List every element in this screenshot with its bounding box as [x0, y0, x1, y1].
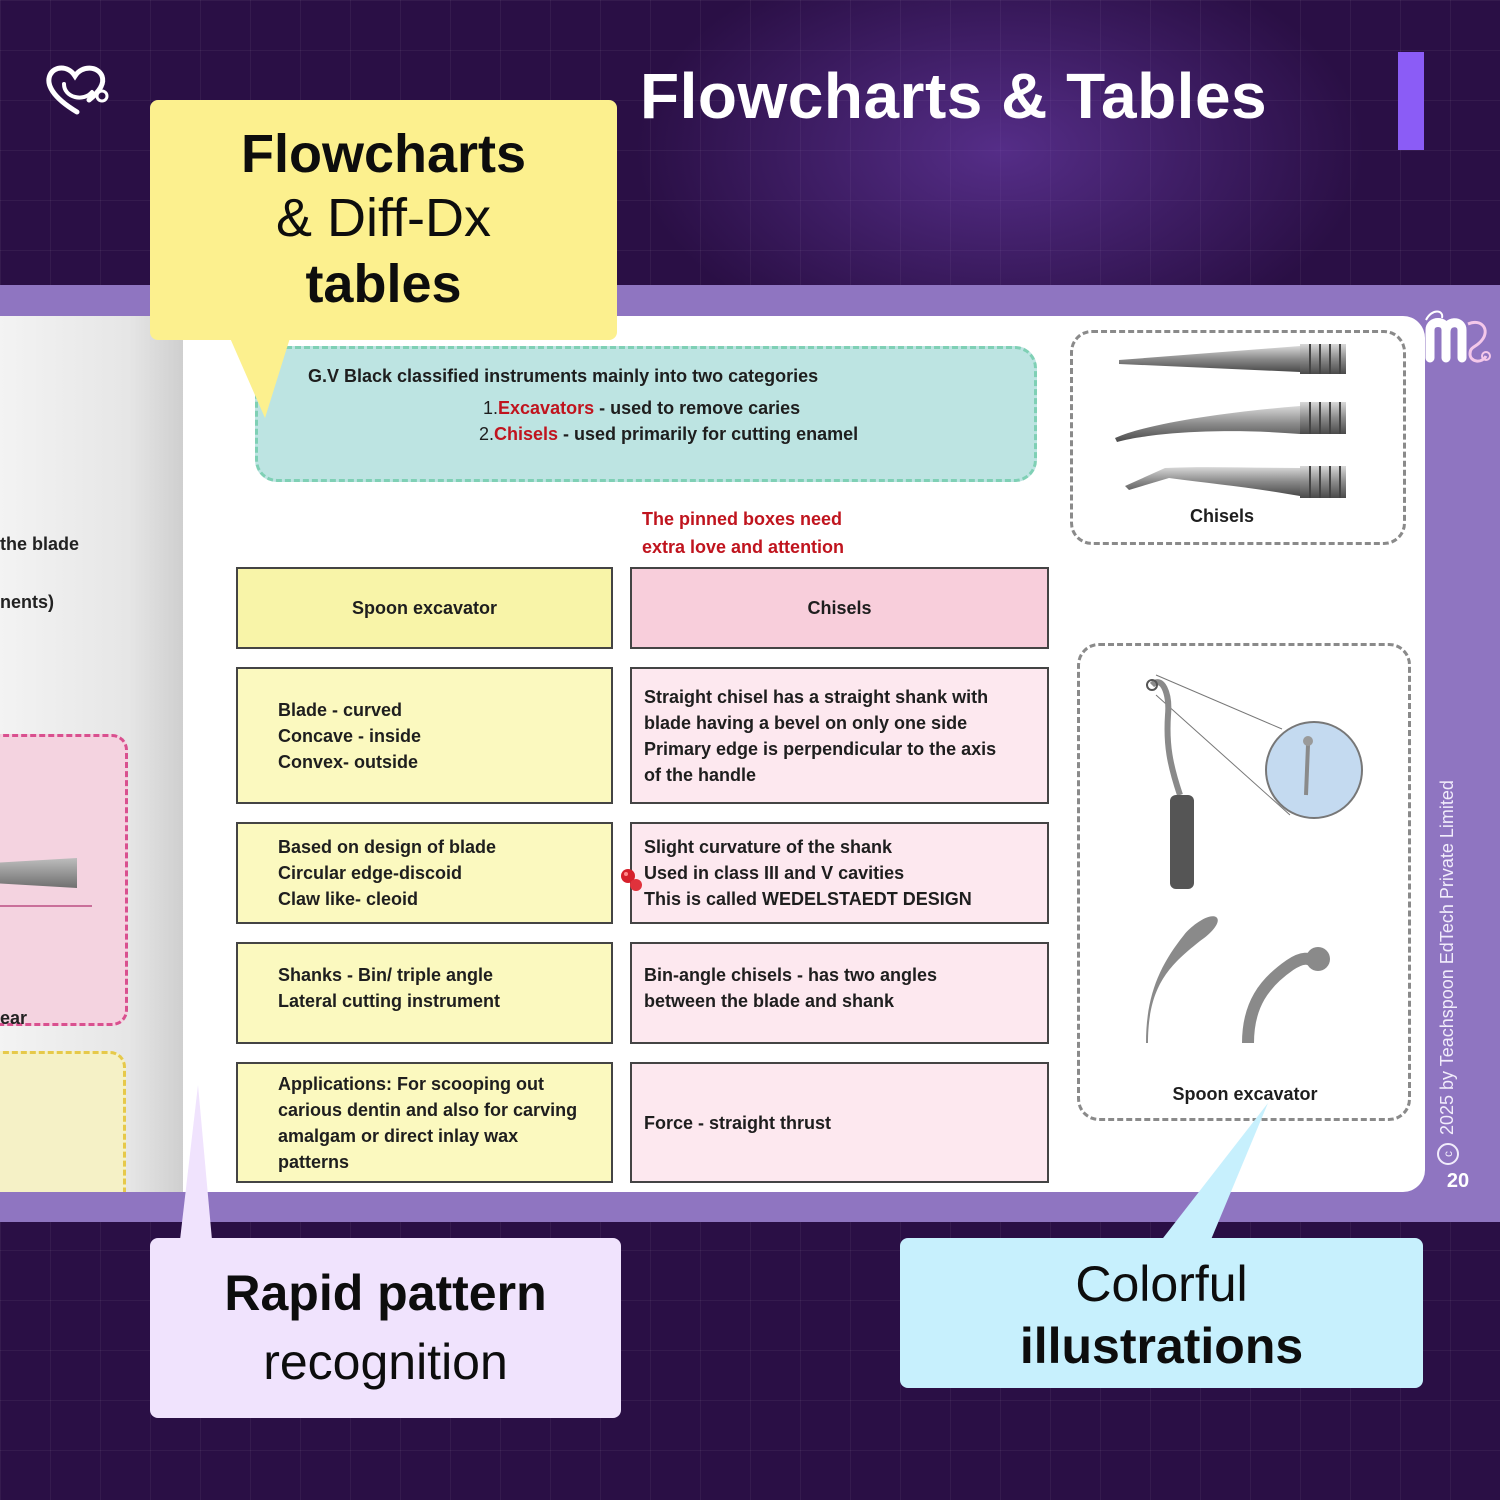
cell-line: amalgam or direct inlay wax: [278, 1125, 519, 1146]
page-title: Flowcharts & Tables: [640, 60, 1268, 132]
cell-line: Shanks - Bin/ triple angle: [278, 965, 494, 985]
left-page-text: nents): [0, 592, 54, 612]
cell-line: Based on design of blade: [278, 837, 497, 857]
table-header-spoon-excavator: Spoon excavator: [236, 567, 613, 649]
cell-line: Concave - inside: [278, 725, 422, 746]
pinned-note: The pinned boxes need extra love and att…: [642, 505, 942, 561]
table-cell-left: Based on design of blade Circular edge-d…: [236, 822, 613, 924]
cell-line: blade having a bevel on only one side: [644, 712, 968, 733]
left-instrument-image: [0, 858, 77, 888]
table-cell-right: Straight chisel has a straight shank wit…: [630, 667, 1049, 804]
classification-box: [255, 346, 1037, 482]
cell-line: Force - straight thrust: [644, 1112, 832, 1133]
table-cell-right: Slight curvature of the shank Used in cl…: [630, 822, 1049, 924]
item-desc: - used primarily for cutting enamel: [558, 424, 859, 444]
cell-line: Blade - curved: [278, 699, 403, 720]
left-page-text: ear: [0, 1008, 28, 1028]
cell-line: patterns: [278, 1151, 350, 1172]
callout-line: Flowcharts: [240, 124, 527, 184]
cell-line: Primary edge is perpendicular to the axi…: [644, 738, 997, 759]
callout-line: illustrations: [1019, 1318, 1304, 1374]
cell-line: This is called WEDELSTAEDT DESIGN: [644, 889, 972, 909]
callout-line: tables: [305, 254, 462, 314]
callout-line: Rapid pattern: [224, 1265, 547, 1321]
copyright-notice: c 2025 by Teachspoon EdTech Private Limit…: [1430, 685, 1464, 1165]
item-term: Chisels: [494, 424, 559, 444]
left-divider: [0, 905, 92, 907]
table-cell-left: Applications: For scooping out carious d…: [236, 1062, 613, 1183]
cell-line: between the blade and shank: [644, 991, 895, 1011]
table-cell-left: Blade - curved Concave - inside Convex- …: [236, 667, 613, 804]
spoon-excavator-illustration: [1146, 674, 1363, 1044]
copyright-text: 2025 by Teachspoon EdTech Private Limite…: [1437, 780, 1457, 1135]
left-page-text: the blade: [0, 534, 80, 554]
table-cell-left: Shanks - Bin/ triple angle Lateral cutti…: [236, 942, 613, 1044]
cell-line: Circular edge-discoid: [278, 863, 463, 883]
classification-item-2: 2.Chisels - used primarily for cutting e…: [479, 424, 858, 445]
title-accent-bar: [1398, 52, 1424, 150]
classification-item-1: 1.Excavators - used to remove caries: [483, 398, 800, 419]
left-yellow-box: [0, 1051, 126, 1192]
table-cell-right: Force - straight thrust: [630, 1062, 1049, 1183]
heart-stethoscope-logo-icon: [46, 65, 109, 115]
table-cell-right: Bin-angle chisels - has two angles betwe…: [630, 942, 1049, 1044]
cell-line: Claw like- cleoid: [278, 889, 419, 909]
cell-line: Lateral cutting instrument: [278, 991, 501, 1011]
callout-flowcharts: Flowcharts & Diff-Dx tables: [150, 100, 617, 340]
spoon-excavator-illustration-label: Spoon excavator: [1172, 1084, 1318, 1104]
note-line: The pinned boxes need: [642, 509, 843, 529]
classification-intro: G.V Black classified instruments mainly …: [308, 366, 819, 386]
push-pin-icon: [621, 869, 642, 891]
item-term: Excavators: [498, 398, 595, 418]
brand-m-logo-icon: [1425, 310, 1491, 363]
callout-line: Colorful: [1075, 1256, 1248, 1312]
cell-line: Applications: For scooping out: [278, 1073, 544, 1094]
item-number: 1.: [483, 398, 499, 418]
left-page: the blade nents) ear: [0, 316, 183, 1192]
chisels-illustration-label: Chisels: [1189, 506, 1255, 526]
cell-line: Used in class III and V cavities: [644, 863, 905, 883]
cell-line: of the handle: [644, 764, 756, 785]
cell-line: Straight chisel has a straight shank wit…: [644, 686, 989, 707]
callout-line: recognition: [263, 1334, 508, 1390]
item-number: 2.: [479, 424, 495, 444]
callout-colorful-illustrations: Colorful illustrations: [900, 1238, 1423, 1388]
table-header-chisels: Chisels: [630, 567, 1049, 649]
cell-line: Convex- outside: [278, 751, 419, 772]
item-desc: - used to remove caries: [594, 398, 801, 418]
cell-line: Bin-angle chisels - has two angles: [644, 965, 938, 985]
copyright-icon: c: [1437, 1143, 1460, 1165]
page-number: 20: [1446, 1170, 1470, 1192]
chisels-illustration: [1115, 344, 1346, 498]
callout-line: & Diff-Dx: [275, 188, 492, 248]
cell-line: Slight curvature of the shank: [644, 837, 893, 857]
cell-line: carious dentin and also for carving: [278, 1099, 578, 1120]
callout-rapid-pattern: Rapid pattern recognition: [150, 1238, 621, 1418]
note-line: extra love and attention: [642, 537, 845, 557]
